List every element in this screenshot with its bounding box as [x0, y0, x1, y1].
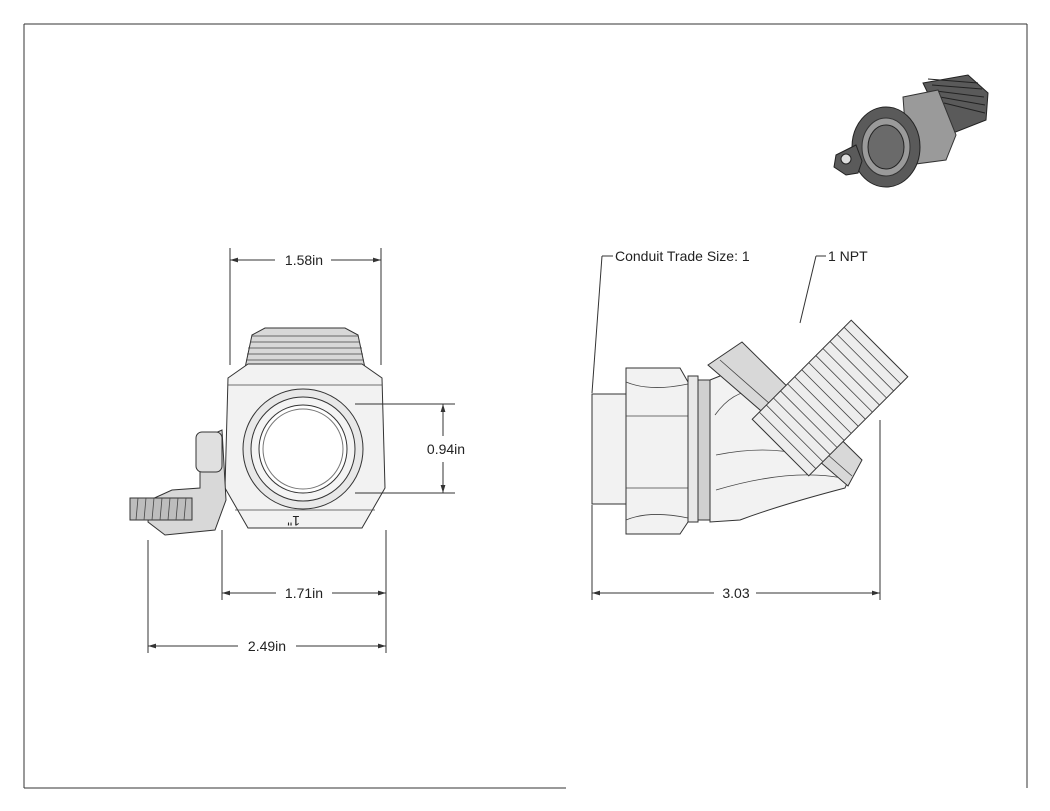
- isometric-preview: [833, 74, 989, 188]
- dim-front-overall-width: 2.49in: [147, 540, 387, 654]
- dim-label-front-top-width: 1.58in: [285, 252, 323, 268]
- callout-conduit-size-text: Conduit Trade Size: 1: [615, 248, 750, 264]
- dim-front-top-width: 1.58in: [229, 248, 382, 365]
- dim-front-bore: 0.94in: [355, 403, 465, 494]
- ground-screw: [129, 497, 193, 521]
- dim-side-overall-length: 3.03: [591, 420, 881, 601]
- front-view: 1": [129, 327, 386, 536]
- callout-conduit-size: Conduit Trade Size: 1: [591, 248, 750, 394]
- dim-label-front-body-width: 1.71in: [285, 585, 323, 601]
- dim-label-front-bore: 0.94in: [427, 441, 465, 457]
- dim-label-front-overall-width: 2.49in: [248, 638, 286, 654]
- dim-label-side-overall-length: 3.03: [722, 585, 749, 601]
- part-marking-text: 1": [287, 513, 300, 529]
- dim-front-body-width: 1.71in: [221, 530, 387, 601]
- callout-thread: 1 NPT: [799, 248, 868, 324]
- side-view: [591, 319, 909, 535]
- callout-thread-text: 1 NPT: [828, 248, 868, 264]
- sheet-border: [23, 23, 1028, 789]
